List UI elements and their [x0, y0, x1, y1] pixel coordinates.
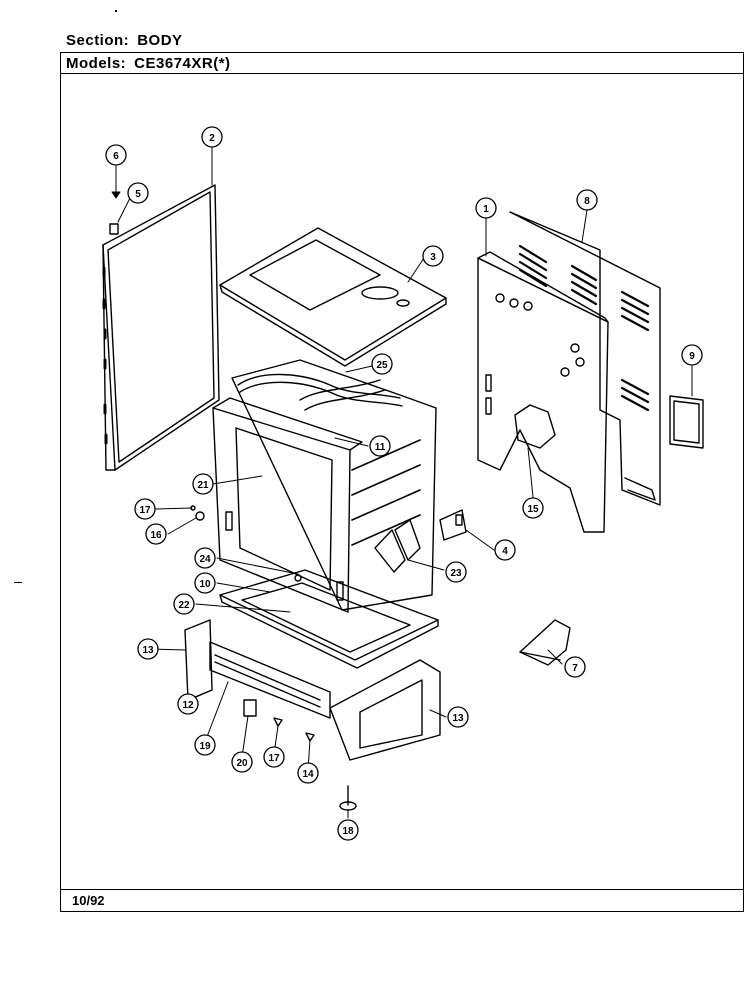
gasket: [241, 582, 411, 653]
bracket: [439, 509, 467, 541]
side-panel: [102, 184, 220, 471]
models-line: Models: CE3674XR(*): [66, 55, 231, 72]
speck: [115, 10, 117, 12]
revision-date: 10/92: [72, 893, 105, 908]
margin-tick: [14, 582, 22, 583]
diagram-frame: [60, 52, 744, 912]
access-cover: [669, 395, 704, 449]
callout-14: 14: [302, 769, 314, 780]
rear-panel: [477, 211, 661, 533]
callout-labels: 1 2 3 4 5 6 7 8 9 10 11 12 13 13 14 15 1…: [113, 133, 695, 837]
base-assembly: [184, 619, 441, 761]
callout-16: 16: [150, 530, 162, 541]
callout-6: 6: [113, 151, 119, 162]
bottom-pan-edge: [219, 594, 439, 669]
top-panel: [219, 227, 447, 367]
callout-3: 3: [430, 252, 436, 263]
callout-22: 22: [178, 600, 190, 611]
callout-17-lower: 17: [268, 753, 280, 764]
callout-15: 15: [527, 504, 539, 515]
models-value: CE3674XR(*): [134, 55, 231, 72]
leader-lines: [111, 145, 693, 819]
callout-17-upper: 17: [139, 505, 151, 516]
front-frame: [212, 397, 363, 613]
callout-20: 20: [236, 758, 248, 769]
callout-circles: [105, 126, 703, 841]
footer-rule: [60, 889, 744, 890]
callout-7: 7: [572, 663, 578, 674]
callout-9: 9: [689, 351, 695, 362]
header-rule: [60, 73, 744, 74]
section-value: BODY: [137, 32, 183, 49]
callout-25: 25: [376, 360, 388, 371]
clip: [109, 223, 119, 235]
bracket-tab: [455, 514, 463, 526]
door-hinges: [374, 519, 421, 573]
section-line: Section: BODY: [66, 32, 183, 49]
callout-11: 11: [375, 442, 386, 453]
callout-4: 4: [502, 546, 508, 557]
callout-19: 19: [199, 741, 211, 752]
callout-10: 10: [199, 579, 211, 590]
section-label: Section:: [66, 32, 130, 49]
callout-23: 23: [450, 568, 462, 579]
callout-24: 24: [199, 554, 211, 565]
oven-cavity: [231, 359, 437, 611]
anti-tip-bracket: [519, 619, 571, 666]
access-cover-inner: [673, 400, 700, 444]
hardware: [190, 505, 357, 811]
callout-8: 8: [584, 196, 590, 207]
callout-2: 2: [209, 133, 215, 144]
models-label: Models:: [66, 55, 127, 72]
callout-12: 12: [182, 700, 194, 711]
callout-1: 1: [483, 204, 489, 215]
callout-13-right: 13: [452, 713, 464, 724]
callout-18: 18: [342, 826, 354, 837]
callout-5: 5: [135, 189, 141, 200]
callout-21: 21: [197, 480, 209, 491]
callout-13-left: 13: [142, 645, 154, 656]
